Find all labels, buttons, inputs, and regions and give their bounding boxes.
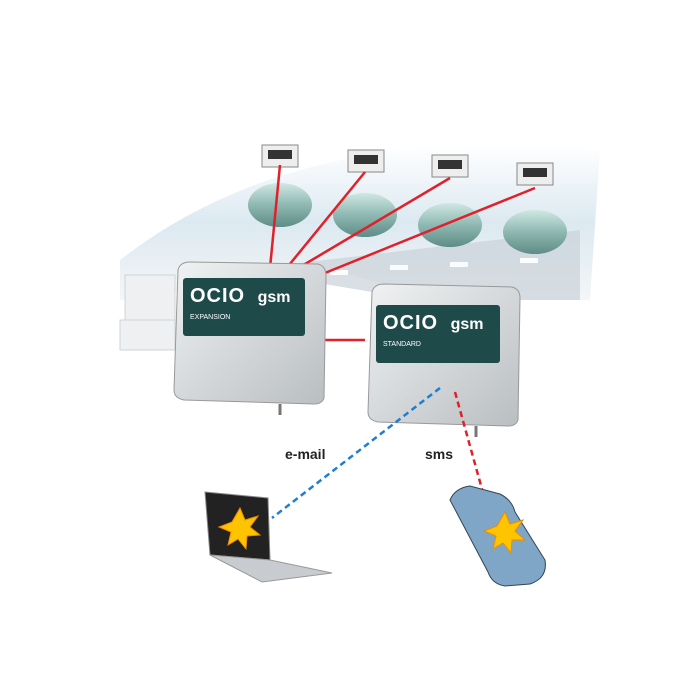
- mobile-phone-icon: [449, 485, 546, 587]
- subtitle-text: EXPANSION: [190, 314, 231, 321]
- sensor-4: [503, 162, 567, 254]
- sensors: [248, 144, 567, 254]
- alert-burst-icon: [217, 506, 262, 551]
- laptop-icon: [204, 491, 333, 583]
- device-2: [367, 283, 521, 437]
- brand-text: OCIO: [190, 285, 246, 307]
- alert-burst-icon: [482, 510, 527, 555]
- device-1-label: OCIO gsm EXPANSION: [190, 285, 300, 321]
- sensor-2: [333, 149, 397, 237]
- sensor-3: [418, 154, 482, 247]
- model-text: gsm: [450, 316, 484, 333]
- email-link: [271, 387, 441, 519]
- red-links: [268, 164, 536, 342]
- email-label: e-mail: [285, 446, 326, 462]
- sms-link: [453, 391, 487, 501]
- brand-text: OCIO: [383, 312, 439, 334]
- sensor-1: [248, 144, 312, 227]
- device-1: [173, 261, 327, 415]
- sms-label: sms: [425, 446, 454, 462]
- model-text: gsm: [257, 289, 291, 306]
- device-2-label: OCIO gsm STANDARD: [383, 312, 493, 348]
- subtitle-text: STANDARD: [383, 341, 421, 348]
